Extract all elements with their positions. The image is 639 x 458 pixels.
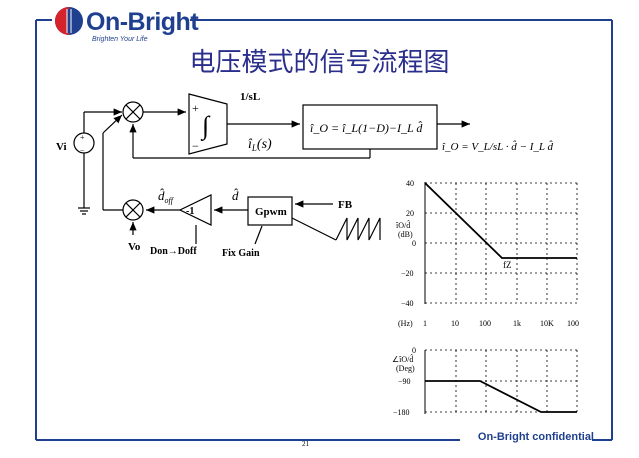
mag-tick-n40: −40	[401, 299, 414, 308]
d-off-label: d̂off	[158, 188, 175, 205]
x-tick-1: 1	[423, 319, 427, 328]
negate-block	[178, 194, 212, 226]
slide-title: 电压模式的信号流程图	[189, 48, 450, 78]
vo-label: Vo	[128, 241, 141, 253]
phase-ylabel-2: (Deg)	[396, 364, 415, 373]
brand-tagline: Brighten Your Life	[92, 36, 148, 43]
phase-ylabel-1: ∠îO/d̂	[392, 353, 414, 364]
integrator-block	[188, 93, 228, 155]
brand-name: On-Bright	[86, 8, 199, 36]
x-tick-1k: 1k	[513, 319, 521, 328]
mag-ylabel-1: îO/d̂	[395, 219, 410, 230]
io-output-equation: î_O = V_L/sL · d̂ − I_L d̂	[442, 140, 554, 153]
mag-tick-20: 20	[406, 209, 414, 218]
mag-ylabel-2: (dB)	[398, 230, 413, 239]
sawtooth-waveform	[335, 217, 381, 241]
io-equation: î_O = î_L(1−D)−I_L d̂	[310, 121, 423, 135]
il-label: îL(s)	[248, 137, 272, 153]
d-hat-label: d̂	[232, 188, 239, 203]
phase-tick-n180: −180	[393, 408, 410, 417]
phase-tick-n90: −90	[398, 377, 411, 386]
vi-plus: +	[80, 133, 85, 142]
page-number: 21	[302, 440, 309, 448]
integrator-minus: −	[192, 139, 199, 153]
vi-label: Vi	[56, 141, 67, 153]
fb-label: FB	[338, 199, 353, 211]
gpwm-label: Gpwm	[255, 206, 287, 218]
x-tick-100: 100	[479, 319, 491, 328]
mag-tick-n20: −20	[401, 269, 414, 278]
magnitude-curve	[424, 182, 577, 259]
brand-logo-icon	[55, 7, 83, 35]
integrator-plus: +	[192, 101, 199, 115]
phase-curve	[425, 380, 577, 413]
fz-label: fZ	[503, 260, 512, 270]
mag-tick-0: 0	[412, 239, 416, 248]
vi-minus: −	[80, 146, 85, 155]
integrator-gain-label: 1/sL	[240, 91, 260, 103]
x-tick-10: 10	[451, 319, 459, 328]
neg-one-label: -1	[186, 206, 194, 217]
x-tick-100b: 100	[567, 319, 579, 328]
integral-symbol: ∫	[200, 111, 211, 141]
confidential-label: On-Bright confidential	[477, 431, 594, 443]
x-tick-10k: 10K	[540, 319, 554, 328]
don-doff-label: Don→Doff	[150, 246, 197, 257]
fix-gain-label: Fix Gain	[222, 248, 260, 259]
phase-tick-0: 0	[412, 346, 416, 355]
x-unit-label: (Hz)	[398, 319, 413, 328]
gpwm-block	[247, 196, 293, 226]
mag-tick-40: 40	[406, 179, 414, 188]
